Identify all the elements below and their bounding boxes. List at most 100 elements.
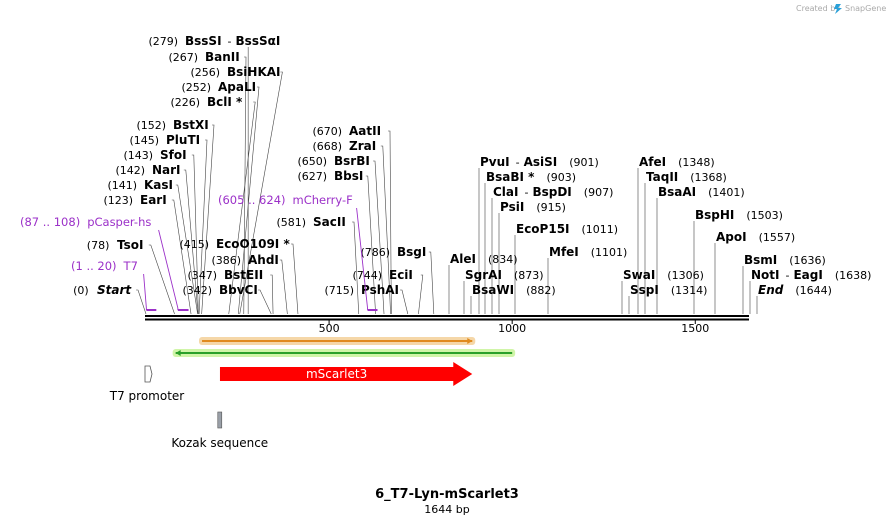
site-connector	[201, 124, 215, 315]
enzyme-name: PluTI	[166, 133, 200, 147]
site-connector	[380, 145, 391, 315]
primer-name: mCherry-F	[293, 193, 353, 207]
site-connector	[291, 243, 299, 315]
site-position: (342)	[183, 284, 213, 297]
kozak-sequence-box	[217, 411, 223, 429]
site-position: (252)	[182, 81, 212, 94]
primer-range: (87 .. 108)	[20, 215, 80, 229]
enzyme-name: EarI	[140, 193, 167, 207]
enzyme-name: SspI	[630, 283, 659, 297]
enzyme-name: EcoP15I	[516, 222, 570, 236]
site-position: (1401)	[708, 186, 745, 199]
enzyme-name: NarI	[152, 163, 181, 177]
site-position: (226)	[171, 96, 201, 109]
site-position: (1101)	[591, 246, 628, 259]
enzyme-name: PshAI	[361, 283, 399, 297]
isoschizomer-name: AsiSI	[524, 155, 558, 169]
site-position: (1636)	[789, 254, 826, 267]
site-position: (347)	[188, 269, 218, 282]
enzyme-name: BsaWI	[472, 283, 514, 297]
site-label-taqii: TaqII (1368)	[646, 170, 727, 184]
enzyme-name: BstXI	[173, 118, 209, 132]
enzyme-name: BbsI	[334, 169, 363, 183]
site-position: (744)	[353, 269, 383, 282]
site-connector	[388, 130, 392, 315]
site-connector	[239, 71, 283, 315]
site-position: (1306)	[667, 269, 704, 282]
site-label-bbsi: (627)BbsI	[298, 169, 364, 183]
primer-label-mcherry-f: (605 .. 624) mCherry-F	[218, 193, 353, 207]
map-title: 6_T7-Lyn-mScarlet3	[375, 487, 519, 502]
primer-connector	[158, 229, 179, 310]
site-position: (1557)	[759, 231, 796, 244]
enzyme-name: AfeI	[639, 155, 666, 169]
primer-range: (605 .. 624)	[218, 193, 286, 207]
site-connector	[365, 175, 376, 315]
site-connector	[191, 154, 199, 315]
site-label-bsphi: BspHI (1503)	[695, 208, 783, 222]
site-label-apali: (252)ApaLI	[182, 80, 257, 94]
site-label-sacii: (581) SacII	[277, 215, 346, 229]
site-position: (143)	[124, 149, 154, 162]
tick-label: 1500	[681, 322, 709, 335]
enzyme-name: Start	[97, 283, 132, 297]
enzyme-name: BsiHKAI	[227, 65, 281, 79]
site-position: (650)	[298, 155, 328, 168]
site-connector	[279, 259, 288, 315]
site-label-ecoo109i: (415)EcoO109I *	[180, 237, 291, 251]
site-position: (907)	[584, 186, 614, 199]
site-label-kasi: (141)KasI	[108, 178, 174, 192]
enzyme-separator: -	[228, 35, 232, 48]
sequence-backbone	[145, 315, 749, 321]
enzyme-separator: -	[524, 186, 528, 199]
site-position: (581)	[277, 216, 307, 229]
site-position: (141)	[108, 179, 138, 192]
site-connector	[258, 289, 272, 315]
site-label-tsoi: (78)TsoI	[87, 238, 144, 252]
site-label-zrai: (668)ZraI	[313, 139, 377, 153]
site-label-nari: (142) NarI	[116, 163, 181, 177]
enzyme-name: TaqII	[646, 170, 678, 184]
site-position: (256)	[191, 66, 221, 79]
site-label-afei: AfeI(1348)	[639, 155, 715, 169]
enzyme-name: AleI	[450, 252, 476, 266]
site-label-end: End(1644)	[758, 283, 832, 297]
site-connector	[352, 221, 360, 315]
enzyme-name: PvuI	[480, 155, 510, 169]
site-position: (78)	[87, 239, 110, 252]
site-position: (386)	[212, 254, 242, 267]
site-label-banii: (267)BanII	[169, 50, 240, 64]
site-label-pshai: (715)PshAI	[325, 283, 400, 297]
site-position: (142)	[116, 164, 146, 177]
primer-label-t7: (1 .. 20)T7	[71, 259, 138, 273]
site-label-sgrai: SgrAI(873)	[465, 268, 544, 282]
site-label-sfoi: (143)SfoI	[124, 148, 187, 162]
site-position: (915)	[536, 201, 566, 214]
site-label-bsawi: BsaWI (882)	[472, 283, 556, 297]
site-connector	[270, 274, 274, 315]
site-label-bsihkai: (256) BsiHKAI	[191, 65, 281, 79]
site-connector	[175, 184, 198, 315]
site-position: (882)	[526, 284, 556, 297]
enzyme-name: NotI	[751, 268, 780, 282]
site-connector	[183, 169, 199, 315]
site-position: (1503)	[746, 209, 783, 222]
site-position: (1368)	[690, 171, 727, 184]
site-connector	[136, 289, 147, 315]
enzyme-name: BspHI	[695, 208, 734, 222]
map-length: 1644 bp	[424, 503, 469, 516]
site-position: (786)	[361, 246, 391, 259]
enzyme-name: SacII	[313, 215, 346, 229]
site-label-eari: (123)EarI	[104, 193, 167, 207]
created-by-text: Created by	[796, 4, 840, 13]
enzyme-name: ClaI	[493, 185, 518, 199]
enzyme-name: BbvCI	[219, 283, 258, 297]
enzyme-name: PsiI	[500, 200, 524, 214]
site-connector	[400, 289, 409, 315]
site-connector	[148, 244, 175, 315]
enzyme-name: BstEII	[224, 268, 263, 282]
site-label-sspi: SspI(1314)	[630, 283, 707, 297]
snapgene-branding: Created by SnapGene	[796, 4, 886, 14]
isoschizomer-name: EagI	[793, 268, 822, 282]
